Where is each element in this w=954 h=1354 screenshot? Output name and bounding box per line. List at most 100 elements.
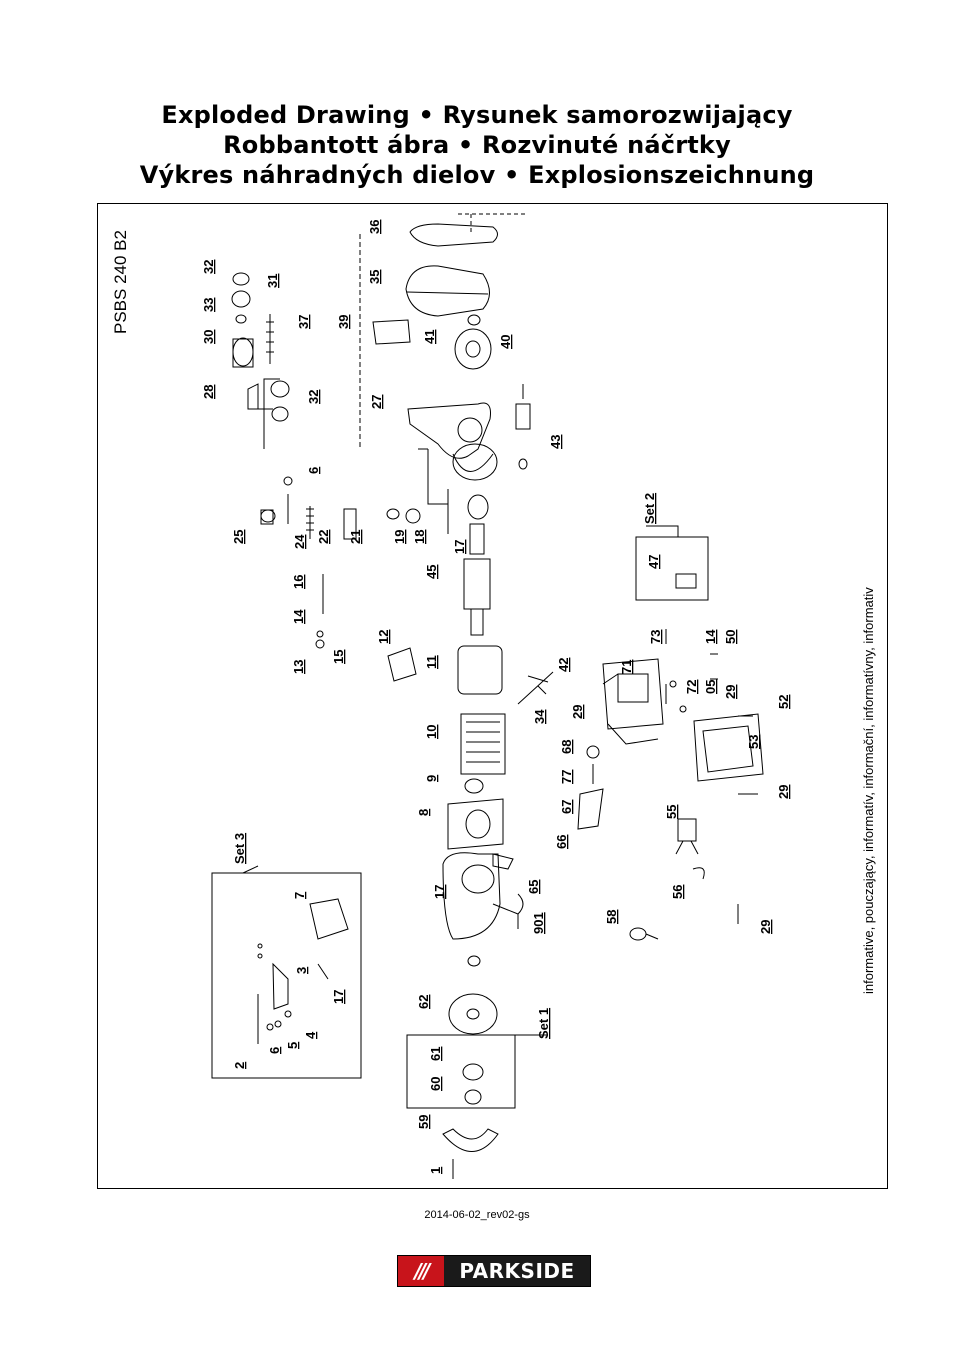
label-40: 40 <box>498 335 513 349</box>
part-9 <box>464 778 484 794</box>
part-11 <box>457 645 503 695</box>
part-43 <box>515 403 531 430</box>
label-14b: 14 <box>703 629 718 644</box>
label-53: 53 <box>746 735 761 749</box>
label-13: 13 <box>291 660 306 674</box>
label-6b: 6 <box>267 1047 282 1054</box>
part-45 <box>463 558 491 610</box>
label-71: 71 <box>619 660 634 674</box>
label-29c: 29 <box>776 785 791 799</box>
part-8 <box>447 798 504 850</box>
part-18 <box>405 508 421 524</box>
set2-leader <box>646 525 679 537</box>
part-3 <box>272 962 289 1010</box>
part-34 <box>517 671 554 705</box>
label-24: 24 <box>292 534 307 549</box>
label-11: 11 <box>424 655 439 669</box>
part-68 <box>586 745 600 759</box>
part-27 <box>407 402 491 459</box>
part-56 <box>692 867 705 880</box>
label-61: 61 <box>428 1047 443 1061</box>
part-47 <box>675 573 697 589</box>
parkside-logo: /// PARKSIDE <box>397 1255 591 1287</box>
label-32a: 32 <box>201 260 216 274</box>
label-58: 58 <box>604 910 619 924</box>
part-32a <box>232 272 250 286</box>
part-13 <box>315 639 325 649</box>
label-47: 47 <box>646 555 661 569</box>
label-17b: 17 <box>432 885 447 899</box>
label-21: 21 <box>348 530 363 544</box>
info-note: informative, pouczający, informatív, inf… <box>861 587 876 994</box>
part-33 <box>235 314 247 324</box>
label-72: 72 <box>684 680 699 694</box>
part-59 <box>442 1128 499 1152</box>
part-4 <box>284 1010 292 1018</box>
part-32b <box>271 406 289 422</box>
part-60 <box>464 1089 482 1105</box>
label-15: 15 <box>331 650 346 664</box>
part-53 <box>693 713 764 782</box>
set2-box <box>635 536 709 601</box>
label-8: 8 <box>416 809 431 816</box>
label-29d: 29 <box>758 920 773 934</box>
label-37: 37 <box>296 315 311 329</box>
part-71 <box>602 658 664 730</box>
label-36: 36 <box>367 220 382 234</box>
label-41: 41 <box>422 330 437 344</box>
label-1: 1 <box>428 1167 443 1174</box>
label-18: 18 <box>412 530 427 544</box>
label-28: 28 <box>201 385 216 399</box>
set2-label: Set 2 <box>642 493 657 524</box>
label-5: 5 <box>285 1042 300 1049</box>
label-9: 9 <box>424 775 439 782</box>
label-31: 31 <box>265 274 280 288</box>
label-33: 33 <box>201 298 216 312</box>
part-30 <box>232 337 254 367</box>
part-28 <box>247 383 259 410</box>
label-19: 19 <box>392 530 407 544</box>
part-19 <box>386 508 400 520</box>
part-61 <box>462 1063 484 1081</box>
label-50: 50 <box>723 630 738 644</box>
set1-label: Set 1 <box>536 1008 551 1039</box>
set3-box <box>211 872 362 1079</box>
label-67: 67 <box>559 800 574 814</box>
part-14a <box>316 630 324 638</box>
label-68: 68 <box>559 740 574 754</box>
part-14b <box>710 653 718 680</box>
label-22: 22 <box>316 530 331 544</box>
part-40 <box>467 314 481 326</box>
part-41 <box>454 328 492 370</box>
part-05 <box>679 705 687 713</box>
title-line-2: Robbantott ábra • Rozvinuté náčrtky <box>223 131 731 159</box>
set3-leader <box>212 865 259 874</box>
label-66: 66 <box>554 835 569 849</box>
label-30: 30 <box>201 330 216 344</box>
label-43: 43 <box>548 435 563 449</box>
logo-slashes-icon: /// <box>398 1256 444 1286</box>
exploded-drawing: PSBS 240 B2 informative, pouczający, inf… <box>111 213 876 1179</box>
label-32b: 32 <box>306 390 321 404</box>
model-name: PSBS 240 B2 <box>111 230 130 334</box>
label-52: 52 <box>776 695 791 709</box>
label-2: 2 <box>232 1062 247 1069</box>
label-6a: 6 <box>306 467 321 474</box>
part-901 <box>442 852 501 940</box>
label-45: 45 <box>424 565 439 579</box>
label-17a: 17 <box>452 540 467 554</box>
set1-box <box>406 1034 516 1109</box>
label-14a: 14 <box>291 609 306 624</box>
label-62: 62 <box>416 995 431 1009</box>
label-34: 34 <box>532 709 547 724</box>
label-42: 42 <box>556 658 571 672</box>
part-6a <box>283 476 293 486</box>
part-21 <box>343 508 357 540</box>
label-29a: 29 <box>570 705 585 719</box>
label-05: 05 <box>703 680 718 694</box>
part-72 <box>669 680 677 688</box>
revision-label: 2014-06-02_rev02-gs <box>424 1209 530 1221</box>
part-17c <box>317 963 329 980</box>
part-39 <box>372 319 411 345</box>
label-77: 77 <box>559 770 574 784</box>
